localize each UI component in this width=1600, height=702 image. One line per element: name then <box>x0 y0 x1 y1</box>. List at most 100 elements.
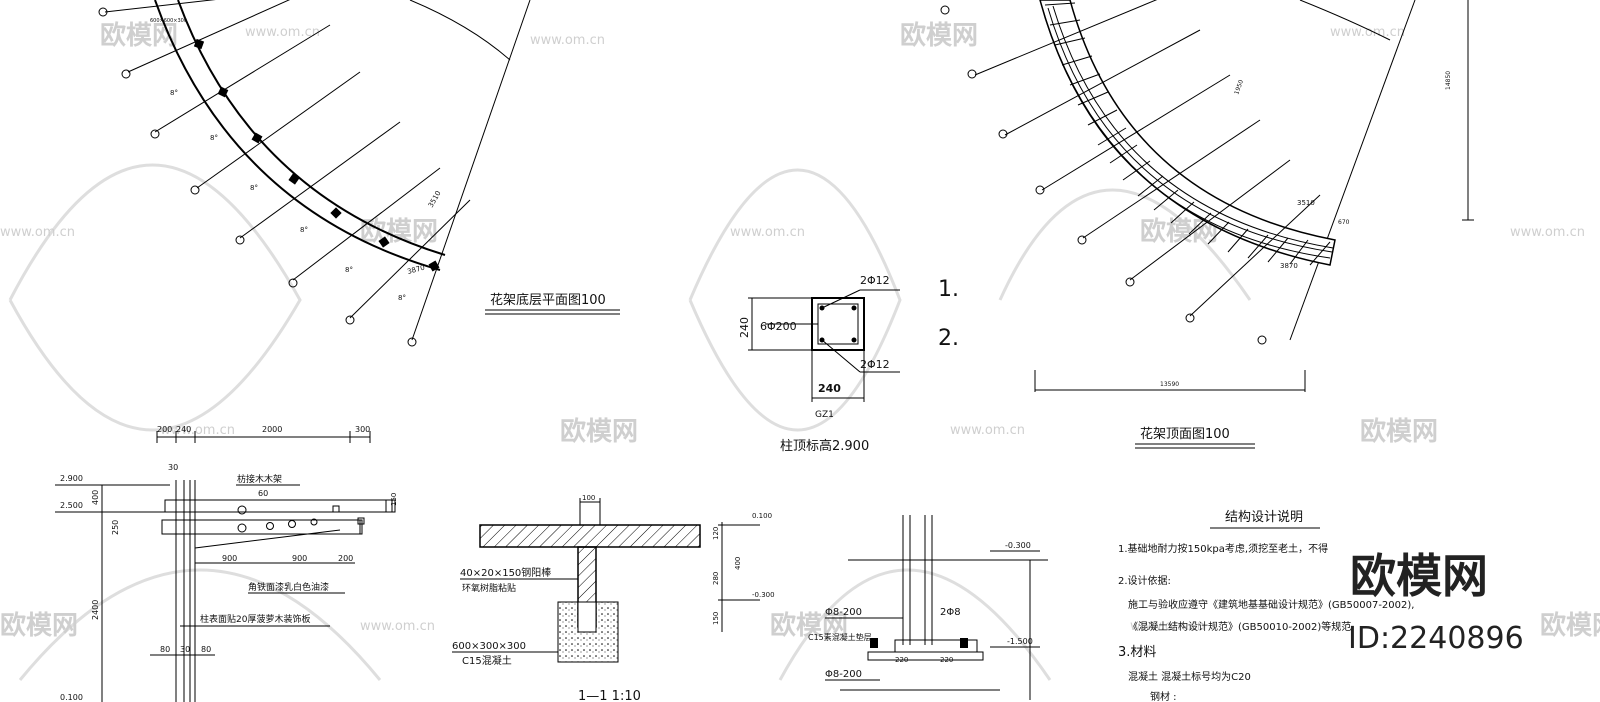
plan-top-dim: 3510 <box>1297 199 1315 207</box>
watermark-url: www.om.cn <box>1510 225 1585 240</box>
column-name: GZ1 <box>815 410 834 420</box>
elev-dim-top: 200 <box>157 425 172 434</box>
column-width-dim: 240 <box>818 382 841 395</box>
notes-list: 1. 2. <box>938 277 959 351</box>
brand-id: ID:2240896 <box>1348 621 1524 656</box>
watermark-brand: 欧模网 <box>770 610 848 641</box>
foundation-dim: 220 <box>940 656 953 664</box>
rebar-label-2: 2Φ8 <box>940 607 961 618</box>
elev-dim-base: 30 <box>180 645 190 654</box>
roof-slats <box>1042 2 1334 266</box>
top-rebar-label: 2Φ12 <box>860 274 890 287</box>
watermark-brand: 欧模网 <box>100 20 178 51</box>
watermark-brand: 欧模网 <box>0 610 78 641</box>
rod-label: 40×20×150钢阳棒 <box>460 566 551 579</box>
brand-logo-text: 欧模网 <box>1350 549 1488 603</box>
watermark-brand-4: www.om.cn 欧模网 www.om.cn 欧模网 <box>160 416 1438 447</box>
plan-top-title: 花架顶面图100 <box>1140 426 1230 442</box>
elev-dim-top: 240 <box>176 425 191 434</box>
watermark-url: www.om.cn <box>0 225 75 240</box>
notes-line: 混凝土 混凝土标号均为C20 <box>1128 670 1251 683</box>
watermark-url: www.om.cn <box>950 423 1025 438</box>
notes-title: 结构设计说明 <box>1225 510 1303 525</box>
elev-dim-top: 300 <box>355 425 370 434</box>
level-marker: 2.500 <box>60 501 83 510</box>
elev-dim-mid: 30 <box>168 463 178 472</box>
notes-line: 《混凝土结构设计规范》(GB50010-2002)等规范 <box>1128 620 1351 633</box>
watermark-url: www.om.cn <box>1330 25 1405 40</box>
design-notes: 结构设计说明 1.基础地耐力按150kpa考虑,须挖至老土，不得 2.设计依据:… <box>1118 510 1414 702</box>
angle-label: 8° <box>170 89 178 97</box>
angle-label: 8° <box>398 294 406 302</box>
watermark-brand: 欧模网 <box>560 416 638 447</box>
notes-line: 2.设计依据: <box>1118 574 1171 587</box>
footing-label: 600×300×300 <box>452 641 526 652</box>
plan-bottom-title: 花架底层平面图100 <box>490 292 606 308</box>
level-marker: 0.100 <box>60 693 83 702</box>
section-dim-right: 400 <box>734 557 742 570</box>
notes-line: 1.基础地耐力按150kpa考虑,须挖至老土，不得 <box>1118 542 1328 555</box>
elev-dim-left: 400 <box>91 490 100 505</box>
section-dim-top: 100 <box>582 494 595 502</box>
elev-dim-base: 80 <box>201 645 211 654</box>
watermark-brand-2: www.om.cn 欧模网 www.om.cn <box>530 20 1405 51</box>
notes-line: 施工与验收应遵守《建筑地基基础设计规范》(GB50007-2002), <box>1128 598 1414 611</box>
elev-dim-left: 2400 <box>91 600 100 620</box>
frame-label: 枋接木木架 <box>237 473 282 485</box>
notes-line: 钢材 : <box>1150 690 1177 702</box>
paint-label: 角铁面漆乳白色油漆 <box>248 581 329 593</box>
watermark-url: www.om.cn <box>160 423 235 438</box>
angle-label: 8° <box>250 184 258 192</box>
elevation-detail: 200 240 2000 300 2.900 2.500 0.100 400 2… <box>55 425 398 702</box>
list-item-1: 1. <box>938 277 959 302</box>
watermark-brand: 欧模网 <box>1360 416 1438 447</box>
plan-small-label: 600×600×300 <box>150 18 187 24</box>
plan-top-view: 3510 3870 1950 670 14850 13590 花架顶面图100 <box>940 0 1474 449</box>
watermark-url: www.om.cn <box>245 25 320 40</box>
watermark-url: www.om.cn <box>360 619 435 634</box>
angle-label: 8° <box>345 266 353 274</box>
section-title: 1—1 1:10 <box>578 689 641 702</box>
elev-dim-mid: 60 <box>258 489 268 498</box>
plan-dim: 3870 <box>406 264 425 276</box>
plan-top-dim: 13590 <box>1160 381 1179 388</box>
cushion-label: C15素混凝土垫层 <box>808 632 872 642</box>
elev-dim-base: 80 <box>160 645 170 654</box>
section-level: 0.100 <box>752 512 772 520</box>
list-item-2: 2. <box>938 326 959 351</box>
plan-top-dim: 1950 <box>1233 79 1245 96</box>
rebar-label-1: Φ8-200 <box>825 607 862 618</box>
angle-label: 8° <box>300 226 308 234</box>
watermark-url: www.om.cn <box>530 33 605 48</box>
watermark-brand: 欧模网 <box>1540 610 1600 641</box>
section-dim-right: 280 <box>712 572 720 585</box>
watermark-brand: 欧模网 <box>900 20 978 51</box>
elev-small-dim: 150 <box>390 493 398 506</box>
foundation-dim: 220 <box>895 656 908 664</box>
elev-dim-top: 2000 <box>262 425 282 434</box>
watermark-brand: 欧模网 <box>360 216 438 247</box>
foundation-level: -0.300 <box>1005 541 1031 550</box>
plan-edge-line <box>411 0 531 341</box>
section-dim-right: 120 <box>712 527 720 540</box>
angle-label: 8° <box>210 134 218 142</box>
level-marker: 2.900 <box>60 474 83 483</box>
column-section-gz1: 2Φ12 2Φ12 6Φ200 240 240 GZ1 柱顶标高2.900 <box>738 274 900 454</box>
section-dim-right: 150 <box>712 612 720 625</box>
brand-stamp: 欧模网 ID:2240896 <box>1348 549 1524 656</box>
plan-bottom-layer: 600×600×300 8° 8° 8° 8° 8° 8° 3510 3870 … <box>98 0 620 347</box>
watermark-url: www.om.cn <box>730 225 805 240</box>
plan-top-dim: 14850 <box>1445 71 1452 90</box>
stirrup-label: 6Φ200 <box>760 320 797 333</box>
column-height-dim: 240 <box>738 317 751 338</box>
plan-dim: 3510 <box>427 190 443 209</box>
notes-line: 3.材料 <box>1118 645 1156 660</box>
foundation-section: -0.300 -1.500 Φ8-200 2Φ8 C15素混凝土垫层 Φ8-20… <box>808 515 1048 700</box>
elev-dim-bottom: 200 <box>338 554 353 563</box>
section-level: -0.300 <box>752 591 775 599</box>
section-1-1: 100 0.100 -0.300 120 400 280 150 40×20×1… <box>452 494 775 702</box>
cover-label: 柱表面贴20厚菠萝木装饰板 <box>200 613 310 625</box>
foundation-level: -1.500 <box>1007 637 1033 646</box>
watermark-brand-5: 欧模网 www.om.cn 欧模网 www.om.cn 欧模网 <box>0 610 1600 641</box>
